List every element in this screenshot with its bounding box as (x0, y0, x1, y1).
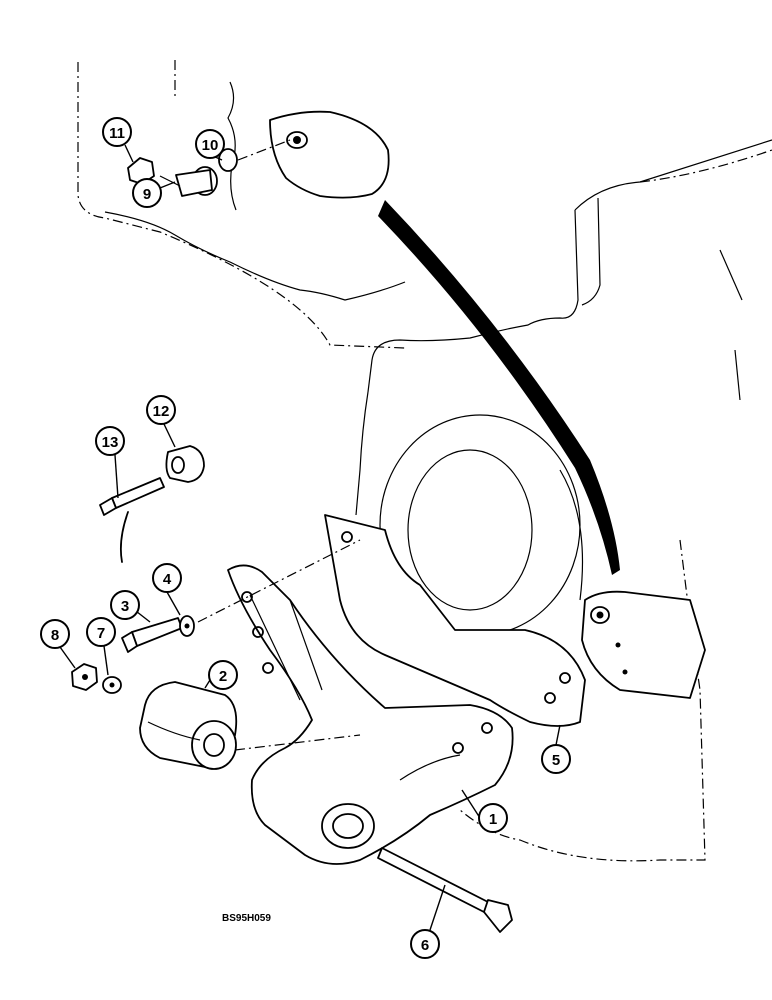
callout-1: 1 (478, 803, 508, 833)
svg-text:4: 4 (163, 571, 172, 588)
nut-and-washer (71, 663, 122, 694)
svg-text:7: 7 (97, 625, 105, 642)
svg-text:13: 13 (102, 434, 119, 451)
callout-13: 13 (95, 426, 125, 456)
assembly-centerlines (197, 139, 361, 751)
svg-text:12: 12 (153, 403, 170, 420)
svg-text:6: 6 (421, 937, 429, 954)
spacer (165, 445, 205, 483)
rubber-bushing (139, 681, 238, 770)
svg-text:9: 9 (143, 186, 151, 203)
long-bolt (377, 847, 513, 933)
svg-text:10: 10 (202, 137, 219, 154)
svg-text:5: 5 (552, 752, 560, 769)
engine-mount-bracket (227, 564, 514, 865)
callout-7: 7 (86, 617, 116, 647)
svg-text:11: 11 (109, 125, 125, 142)
callout-8: 8 (40, 619, 70, 649)
callout-2: 2 (208, 660, 238, 690)
upper-bolt (99, 477, 165, 516)
callout-11: 11 (102, 117, 132, 147)
callout-12: 12 (146, 395, 176, 425)
svg-text:3: 3 (121, 598, 129, 615)
callout-5: 5 (541, 744, 571, 774)
drawing-reference-code: BS95H059 (222, 913, 271, 924)
svg-text:2: 2 (219, 668, 227, 685)
callout-9: 9 (132, 178, 162, 208)
svg-text:1: 1 (489, 811, 497, 828)
callout-6: 6 (410, 929, 440, 959)
bolt-and-washer (121, 615, 195, 653)
callout-4: 4 (152, 563, 182, 593)
svg-text:8: 8 (51, 627, 59, 644)
engine-block (355, 139, 772, 862)
mounting-plate (324, 514, 586, 727)
upper-housing (77, 60, 406, 349)
callout-3: 3 (110, 590, 140, 620)
wiring-harness (378, 200, 620, 575)
fitting-parts (127, 148, 238, 197)
callout-10: 10 (195, 129, 225, 159)
assembly-arc (119, 511, 129, 563)
